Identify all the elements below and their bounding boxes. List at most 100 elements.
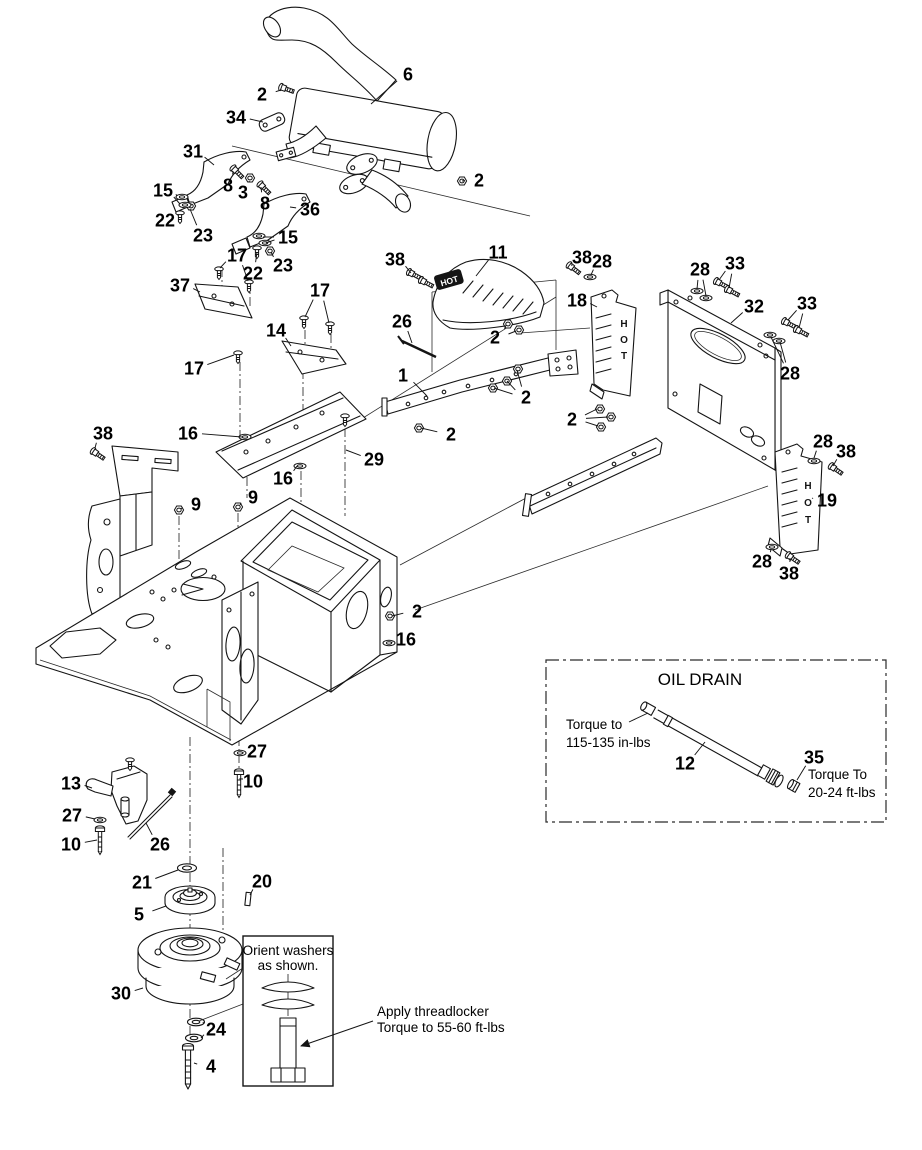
clutch-30 <box>137 927 243 1005</box>
leader-line <box>832 459 838 467</box>
hot-patch <box>434 269 464 290</box>
threadlocker-note-line2: Torque to 55-60 ft-lbs <box>377 1020 505 1035</box>
leader-line <box>413 381 428 397</box>
bracket-19 <box>767 443 823 557</box>
leader-line <box>285 337 292 347</box>
callout-31: 31 <box>183 142 203 162</box>
heat-shield-11: HOT <box>431 258 557 372</box>
oil-drain-title: OIL DRAIN <box>658 670 742 689</box>
callout-26: 26 <box>150 835 170 855</box>
callout-19: 19 <box>817 491 837 511</box>
hot-letter: H <box>620 319 627 330</box>
callout-9: 9 <box>191 495 201 515</box>
torque-in-note-line1: Torque to <box>566 717 622 732</box>
threadlocker-arrow <box>300 1020 374 1048</box>
support-weldment <box>86 445 179 615</box>
frame-rail-1-rear <box>521 437 663 517</box>
leader-line <box>134 987 144 992</box>
leader-line <box>770 336 784 364</box>
callout-22: 22 <box>243 264 263 284</box>
leader-line <box>728 273 733 289</box>
pin-26 <box>397 335 437 359</box>
hot-letter: O <box>620 335 628 346</box>
washer-note-line2: as shown. <box>258 958 319 973</box>
leader-line <box>769 548 772 553</box>
callout-11: 11 <box>488 243 507 263</box>
callout-16: 16 <box>396 630 416 650</box>
callout-23: 23 <box>273 256 293 276</box>
leader-line <box>248 180 251 183</box>
callout-10: 10 <box>243 772 263 792</box>
callout-28: 28 <box>592 252 612 272</box>
leader-line <box>323 300 330 324</box>
frame-rail-1-front <box>381 349 579 417</box>
leader-line <box>175 194 178 197</box>
leader-line <box>204 156 215 166</box>
callout-37: 37 <box>170 276 190 296</box>
leader-line <box>202 1021 205 1024</box>
callout-34: 34 <box>226 108 246 128</box>
leader-line <box>249 118 264 123</box>
hot-letter: T <box>621 351 627 362</box>
callout-2: 2 <box>490 328 500 348</box>
callout-35: 35 <box>804 748 824 768</box>
callout-38: 38 <box>572 248 592 268</box>
threadlocker-note-line1: Apply threadlocker <box>377 1004 489 1019</box>
callout-38: 38 <box>385 250 405 270</box>
callout-21: 21 <box>132 873 152 893</box>
callout-22: 22 <box>155 211 175 231</box>
gasket-34 <box>258 112 286 132</box>
leader-line <box>585 416 609 419</box>
callout-2: 2 <box>474 171 484 191</box>
leader-line <box>200 1034 205 1039</box>
leader-line <box>145 822 153 836</box>
callout-38: 38 <box>93 424 113 444</box>
leader-line <box>508 330 517 335</box>
leader-line <box>173 196 181 205</box>
callout-18: 18 <box>567 291 587 311</box>
callout-8: 8 <box>223 176 233 196</box>
callout-28: 28 <box>780 364 800 384</box>
callout-28: 28 <box>813 432 833 452</box>
cable-tie-26 <box>127 787 177 840</box>
callout-33: 33 <box>725 254 745 274</box>
hot-label: HOT <box>439 273 460 288</box>
bolt-4 <box>181 1042 195 1090</box>
leader-line <box>275 89 282 93</box>
callout-16: 16 <box>178 424 198 444</box>
bolt-illustration <box>270 1017 306 1083</box>
leader-line <box>584 408 598 416</box>
leader-line <box>193 1062 198 1065</box>
pulley-5 <box>164 885 216 915</box>
leader-line <box>260 186 263 193</box>
leader-line <box>270 251 274 258</box>
leader-line <box>255 251 258 263</box>
leader-line <box>590 269 594 276</box>
hot-letter: T <box>805 515 811 526</box>
callout-10: 10 <box>61 835 81 855</box>
leader-line <box>192 288 201 293</box>
bracket-18 <box>589 289 637 400</box>
main-frame <box>35 497 398 746</box>
leader-line <box>504 324 507 330</box>
leader-line <box>585 421 599 427</box>
key-20 <box>244 891 252 907</box>
callout-38: 38 <box>779 564 799 584</box>
washer-orientation-box: Orient washers as shown. <box>198 935 334 1087</box>
leader-line <box>189 208 198 226</box>
leader-line <box>207 354 235 366</box>
leader-line <box>304 299 314 318</box>
callout-36: 36 <box>300 200 320 220</box>
leader-line <box>155 869 179 879</box>
leader-line <box>696 279 699 290</box>
muffler <box>258 6 457 213</box>
leader-line <box>85 816 96 820</box>
leader-line <box>84 785 93 789</box>
callout-23: 23 <box>193 226 213 246</box>
callout-9: 9 <box>248 488 258 508</box>
leader-line <box>219 261 227 269</box>
callout-8: 8 <box>260 194 270 214</box>
washer-note-line1: Orient washers <box>243 943 334 958</box>
idler-bracket-13 <box>85 765 148 825</box>
